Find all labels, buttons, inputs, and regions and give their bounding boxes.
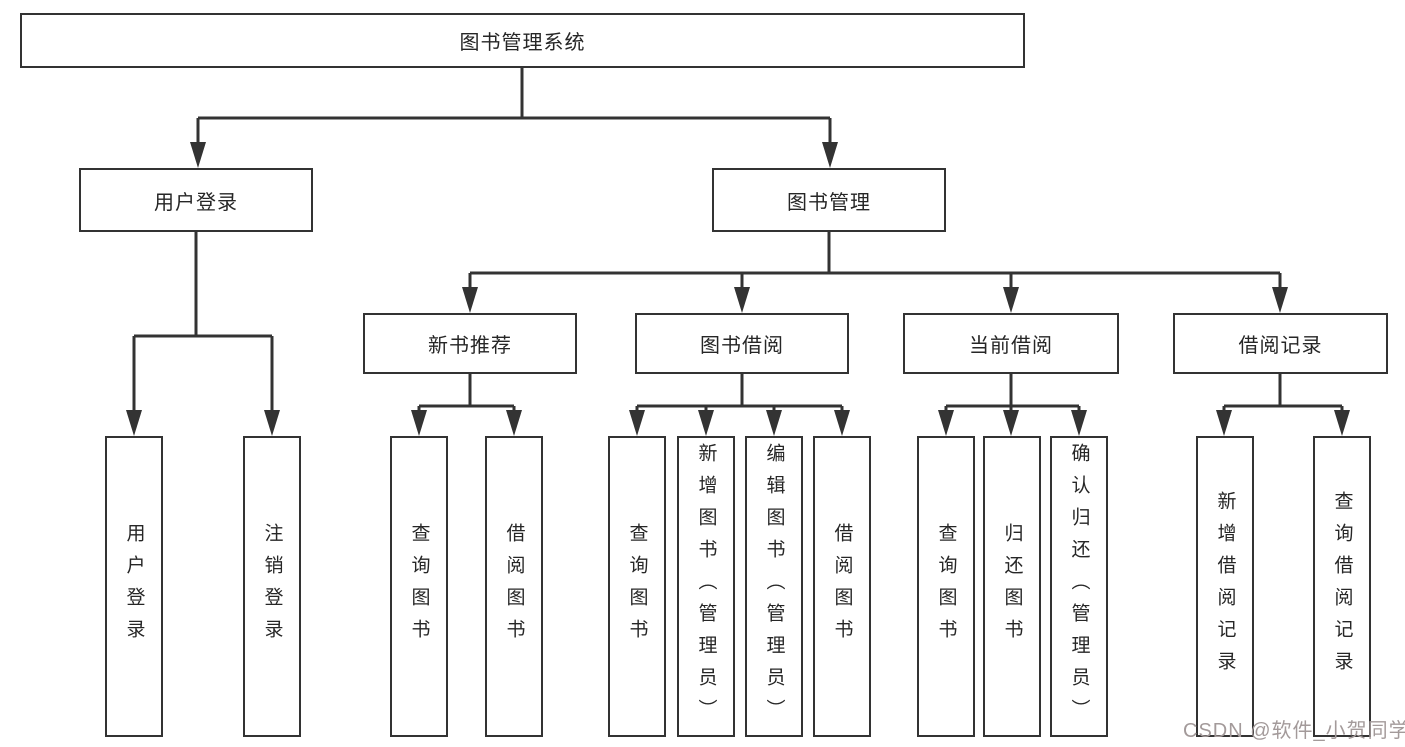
leaf-return-books-label: 归还图书 [1001, 522, 1023, 651]
leaf-recommend-query-books: 查询图书 [390, 436, 448, 737]
node-book-management-label: 图书管理 [787, 191, 871, 214]
leaf-edit-books-admin: 编辑图书（管理员） [745, 436, 803, 737]
leaf-add-borrow-record: 新增借阅记录 [1196, 436, 1254, 737]
leaf-confirm-return-admin: 确认归还（管理员） [1050, 436, 1108, 737]
leaf-add-borrow-record-label: 新增借阅记录 [1214, 490, 1236, 683]
leaf-recommend-borrow-books: 借阅图书 [485, 436, 543, 737]
leaf-borrow-query-books-label: 查询图书 [626, 522, 648, 651]
leaf-return-books: 归还图书 [983, 436, 1041, 737]
node-borrow-records-label: 借阅记录 [1238, 335, 1323, 357]
node-current-borrow: 当前借阅 [903, 313, 1119, 374]
node-user-login: 用户登录 [79, 168, 313, 232]
leaf-add-books-admin-label: 新增图书（管理员） [695, 442, 717, 731]
node-new-book-recommend: 新书推荐 [363, 313, 577, 374]
node-book-borrow: 图书借阅 [635, 313, 849, 374]
leaf-query-borrow-record: 查询借阅记录 [1313, 436, 1371, 737]
leaf-borrow-books-label: 借阅图书 [831, 522, 853, 651]
leaf-confirm-return-admin-label: 确认归还（管理员） [1068, 442, 1090, 731]
node-user-login-label: 用户登录 [154, 191, 238, 214]
node-new-book-recommend-label: 新书推荐 [428, 335, 512, 357]
node-book-borrow-label: 图书借阅 [700, 335, 784, 357]
leaf-logout-label: 注销登录 [261, 522, 283, 651]
csdn-watermark: CSDN @软件_小贺同学 [1183, 720, 1405, 742]
leaf-borrow-query-books: 查询图书 [608, 436, 666, 737]
node-library-system: 图书管理系统 [20, 13, 1025, 68]
leaf-recommend-query-books-label: 查询图书 [408, 522, 430, 651]
leaf-add-books-admin: 新增图书（管理员） [677, 436, 735, 737]
node-book-management: 图书管理 [712, 168, 946, 232]
leaf-user-login: 用户登录 [105, 436, 163, 737]
leaf-current-query-books-label: 查询图书 [935, 522, 957, 651]
node-borrow-records: 借阅记录 [1173, 313, 1388, 374]
leaf-query-borrow-record-label: 查询借阅记录 [1331, 490, 1353, 683]
leaf-edit-books-admin-label: 编辑图书（管理员） [763, 442, 785, 731]
leaf-recommend-borrow-books-label: 借阅图书 [503, 522, 525, 651]
leaf-current-query-books: 查询图书 [917, 436, 975, 737]
leaf-logout: 注销登录 [243, 436, 301, 737]
node-library-system-label: 图书管理系统 [459, 32, 586, 54]
leaf-borrow-books: 借阅图书 [813, 436, 871, 737]
node-current-borrow-label: 当前借阅 [969, 335, 1053, 357]
leaf-user-login-label: 用户登录 [123, 522, 145, 651]
